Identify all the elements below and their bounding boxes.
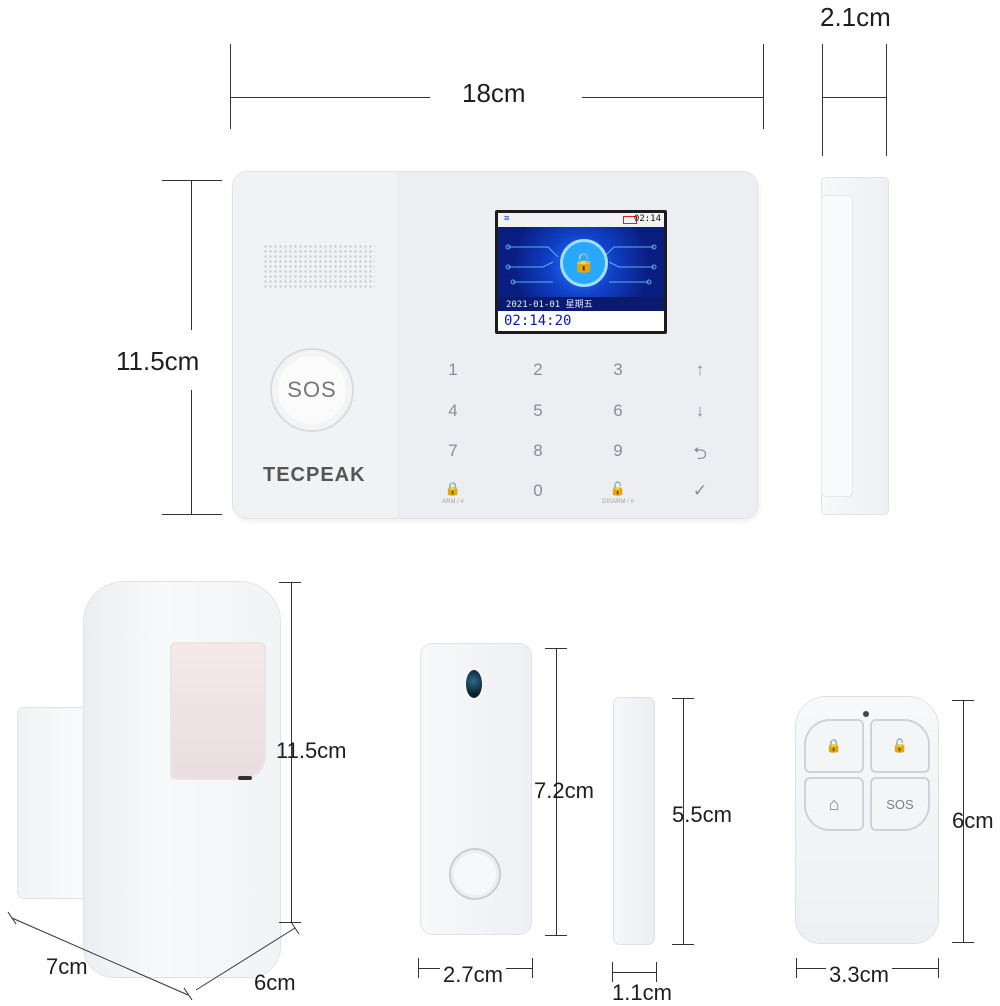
key-3[interactable]: 3 xyxy=(613,360,623,379)
panel-height-top-tick xyxy=(162,180,222,181)
door-height-label: 7.2cm xyxy=(534,778,594,803)
magnet-height-bottom-tick xyxy=(672,944,694,945)
pir-depth-label: 6cm xyxy=(254,970,296,995)
speaker-grille xyxy=(263,244,375,290)
door-width-right-tick xyxy=(532,958,533,978)
magnet-width-line xyxy=(612,972,656,973)
screen-status-bar: ≋ 02:14 xyxy=(498,213,664,227)
sos-button[interactable]: SOS xyxy=(270,348,354,432)
remote-home-icon[interactable]: ⌂ xyxy=(804,777,864,831)
door-height-line xyxy=(556,648,557,935)
magnet-height-line xyxy=(683,698,684,944)
pir-height-line xyxy=(291,582,292,922)
panel-width-right-tick xyxy=(763,44,764,129)
door-sensor-transmitter xyxy=(421,644,531,934)
key-7[interactable]: 7 xyxy=(448,441,458,460)
pir-width-label: 7cm xyxy=(46,954,88,979)
panel-width-label: 18cm xyxy=(462,78,526,108)
brand-logo: TECPEAK xyxy=(263,464,366,486)
panel-depth-right-tick xyxy=(886,44,887,156)
key-down-arrow-icon[interactable]: ↓ xyxy=(695,401,705,420)
remote-width-label: 3.3cm xyxy=(826,962,892,988)
door-width-label: 2.7cm xyxy=(440,962,506,988)
remote-height-bottom-tick xyxy=(952,942,974,943)
panel-width-line-right xyxy=(582,97,763,98)
door-sensor-magnet xyxy=(614,698,654,944)
disarm-sublabel: DISARM / # xyxy=(602,499,634,505)
key-arm-lock-icon[interactable]: 🔒 xyxy=(444,481,462,496)
panel-side-profile xyxy=(822,178,888,514)
pir-led-indicator xyxy=(238,776,252,780)
alarm-control-panel: SOS TECPEAK ≋ 02:14 🔓 2021-01-01 星期五 02:… xyxy=(233,172,757,518)
key-8[interactable]: 8 xyxy=(533,441,543,460)
panel-height-label: 11.5cm xyxy=(116,346,200,376)
key-back-arrow-icon[interactable]: ⮌ xyxy=(693,444,707,463)
pir-height-label: 11.5cm xyxy=(276,738,347,763)
magnet-width-right-tick xyxy=(656,962,657,982)
pir-motion-sensor xyxy=(84,582,280,977)
panel-width-line-left xyxy=(230,97,430,98)
door-sensor-button xyxy=(451,850,499,898)
screen-date: 2021-01-01 星期五 xyxy=(498,297,664,311)
magnet-height-label: 5.5cm xyxy=(672,802,732,827)
pir-base-dimension-lines xyxy=(7,911,300,1000)
panel-height-line-top xyxy=(191,180,192,330)
battery-icon xyxy=(623,216,637,224)
wifi-icon: ≋ xyxy=(504,214,510,224)
panel-depth-left-tick xyxy=(822,44,823,156)
remote-height-label: 6cm xyxy=(952,808,994,833)
key-confirm-check-icon[interactable]: ✓ xyxy=(692,481,708,500)
key-1[interactable]: 1 xyxy=(448,360,458,379)
pir-height-bottom-tick xyxy=(279,922,301,923)
pir-lens xyxy=(170,642,266,780)
pir-height-top-tick xyxy=(279,582,301,583)
remote-sos-button[interactable]: SOS xyxy=(870,777,930,831)
key-disarm-unlock-icon[interactable]: 🔓 xyxy=(609,481,627,496)
remote-led xyxy=(863,711,869,717)
magnet-width-label: 1.1cm xyxy=(612,980,672,1005)
panel-left-section: SOS TECPEAK xyxy=(233,172,397,518)
circuit-lines-icon xyxy=(505,244,657,285)
remote-width-right-tick xyxy=(938,958,939,978)
key-2[interactable]: 2 xyxy=(533,360,543,379)
remote-arm-lock-icon[interactable]: 🔒 xyxy=(804,719,864,773)
screen-clock: 02:14:20 xyxy=(498,311,664,331)
key-6[interactable]: 6 xyxy=(613,401,623,420)
panel-height-bottom-tick xyxy=(162,514,222,515)
door-sensor-led xyxy=(466,670,482,698)
panel-side-step xyxy=(822,196,852,496)
arm-sublabel: ARM / # xyxy=(442,499,464,505)
remote-key-fob: 🔒 🔓 ⌂ SOS xyxy=(796,697,938,943)
door-height-bottom-tick xyxy=(545,935,567,936)
panel-depth-label: 2.1cm xyxy=(820,2,891,32)
remote-height-line xyxy=(963,700,964,942)
remote-disarm-unlock-icon[interactable]: 🔓 xyxy=(870,719,930,773)
screen-status-time: 02:14 xyxy=(633,214,661,224)
unlock-icon: 🔓 xyxy=(560,239,608,287)
key-9[interactable]: 9 xyxy=(613,441,623,460)
panel-width-left-tick xyxy=(230,44,231,129)
screen-circuit-graphic: 🔓 xyxy=(498,227,664,297)
key-0[interactable]: 0 xyxy=(533,481,543,500)
key-4[interactable]: 4 xyxy=(448,401,458,420)
key-up-arrow-icon[interactable]: ↑ xyxy=(695,360,705,379)
lcd-screen: ≋ 02:14 🔓 2021-01-01 星期五 02:14:20 xyxy=(495,210,667,334)
pir-mount-bracket xyxy=(18,708,88,898)
sos-button-label: SOS xyxy=(287,377,337,402)
panel-height-line-bottom xyxy=(191,390,192,514)
key-5[interactable]: 5 xyxy=(533,401,543,420)
panel-depth-line xyxy=(822,97,886,98)
